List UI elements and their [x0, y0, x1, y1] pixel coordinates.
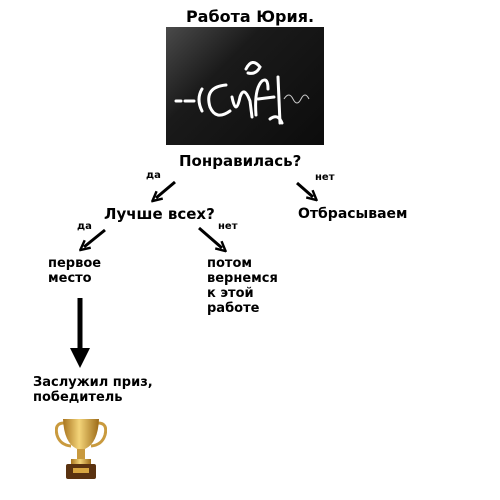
node-first-place: первое место — [48, 256, 102, 286]
node-winner: Заслужил приз, победитель — [33, 375, 153, 405]
label-yes-liked: да — [146, 170, 161, 181]
question-best: Лучше всех? — [104, 205, 215, 223]
label-yes-best: да — [77, 221, 92, 232]
arrow-liked-no — [296, 181, 313, 197]
trophy-icon — [55, 419, 107, 479]
label-no-liked: нет — [315, 172, 335, 183]
arrow-liked-yes — [156, 180, 176, 198]
label-no-best: нет — [218, 221, 238, 232]
graffiti-tag-photo — [166, 27, 324, 145]
node-return-later: потом вернемся к этой работе — [207, 256, 278, 316]
diagram-title: Работа Юрия. — [185, 7, 315, 26]
question-liked: Понравилась? — [179, 152, 302, 170]
node-reject: Отбрасываем — [298, 206, 408, 222]
arrow-best-yes — [84, 228, 106, 247]
arrow-best-no — [198, 226, 222, 248]
